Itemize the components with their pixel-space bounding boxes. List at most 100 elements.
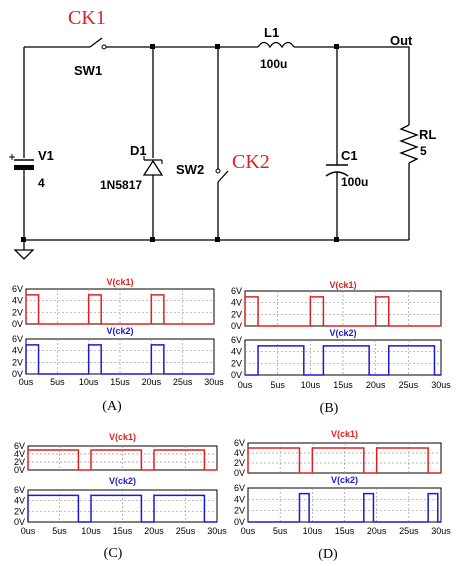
ground-symbol — [13, 249, 35, 260]
x-tick-label: 0us — [241, 526, 256, 536]
y-tick-label: 2V — [12, 357, 23, 367]
y-tick-label: 0V — [12, 319, 23, 329]
x-tick-label: 30us — [431, 380, 451, 390]
series-line-ck2 — [27, 494, 217, 523]
y-tick-label: 0V — [234, 468, 245, 478]
panel-caption: (C) — [104, 546, 123, 561]
y-tick-label: 4V — [14, 496, 25, 506]
voltage-source-v1 — [9, 154, 34, 170]
x-tick-label: 25us — [176, 526, 196, 536]
junction-dot — [215, 44, 220, 49]
resistor-rl — [399, 124, 419, 164]
y-tick-label: 0V — [14, 465, 25, 475]
y-tick-label: 6V — [234, 438, 245, 448]
series-label: V(ck1) — [106, 277, 133, 287]
series-label: V(ck1) — [109, 432, 136, 442]
y-tick-label: 4V — [231, 298, 242, 308]
junction-dot — [334, 44, 339, 49]
y-tick-label: 0V — [231, 321, 242, 331]
x-tick-label: 0us — [238, 380, 253, 390]
x-tick-label: 5us — [273, 526, 288, 536]
series-line-ck1 — [27, 449, 217, 471]
wire — [294, 46, 410, 125]
y-tick-label: 6V — [231, 335, 242, 345]
series-label: V(ck2) — [329, 328, 356, 338]
y-tick-label: 2V — [231, 358, 242, 368]
switch-sw2 — [215, 168, 229, 183]
y-tick-label: 2V — [12, 307, 23, 317]
x-tick-label: 5us — [52, 526, 67, 536]
y-tick-label: 6V — [231, 286, 242, 296]
series-line-ck2 — [25, 344, 214, 375]
c1-value: 100u — [341, 175, 368, 189]
panel-caption: (B) — [320, 401, 339, 416]
y-tick-label: 6V — [12, 334, 23, 344]
y-tick-label: 2V — [234, 506, 245, 516]
inductor-l1 — [257, 41, 295, 49]
y-tick-label: 0V — [12, 369, 23, 379]
x-tick-label: 0us — [19, 377, 34, 387]
l1-value: 100u — [260, 57, 287, 71]
series-line-ck1 — [25, 294, 214, 325]
x-tick-label: 20us — [367, 526, 387, 536]
x-tick-label: 15us — [335, 526, 355, 536]
x-tick-label: 0us — [21, 526, 36, 536]
panel-caption: (D) — [318, 547, 338, 562]
x-tick-label: 15us — [110, 377, 130, 387]
d1-part: 1N5817 — [100, 178, 142, 192]
y-tick-label: 0V — [14, 517, 25, 527]
v1-value: 4 — [38, 176, 45, 190]
y-tick-label: 4V — [12, 346, 23, 356]
y-tick-label: 0V — [234, 517, 245, 527]
x-tick-label: 25us — [399, 380, 419, 390]
c1-label: C1 — [341, 148, 358, 163]
series-line-ck1 — [247, 447, 441, 474]
y-tick-label: 2V — [14, 457, 25, 467]
y-tick-label: 4V — [234, 494, 245, 504]
series-label: V(ck2) — [109, 476, 136, 486]
diode-d1 — [142, 156, 164, 176]
y-tick-label: 2V — [234, 458, 245, 468]
series-line-ck1 — [244, 296, 441, 327]
d1-label: D1 — [130, 143, 147, 158]
rl-label: RL — [419, 127, 436, 142]
x-tick-label: 10us — [303, 526, 323, 536]
x-tick-label: 30us — [207, 526, 227, 536]
x-tick-label: 30us — [431, 526, 451, 536]
x-tick-label: 20us — [142, 377, 162, 387]
ck1-label: CK1 — [68, 7, 106, 29]
y-tick-label: 6V — [12, 284, 23, 294]
x-tick-label: 25us — [399, 526, 419, 536]
y-tick-label: 4V — [14, 449, 25, 459]
l1-label: L1 — [264, 25, 279, 40]
series-line-ck2 — [248, 492, 441, 523]
x-tick-label: 10us — [79, 377, 99, 387]
x-tick-label: 20us — [144, 526, 164, 536]
series-label: V(ck2) — [331, 475, 358, 485]
y-tick-label: 6V — [14, 485, 25, 495]
series-label: V(ck1) — [329, 280, 356, 290]
circuit-schematic: CK1 SW1 L1 100u Out V1 4 D1 1N5817 SW2 C… — [9, 7, 436, 260]
y-tick-label: 6V — [14, 441, 25, 451]
junction-dot — [21, 237, 26, 242]
series-label: V(ck2) — [106, 326, 133, 336]
rl-value: 5 — [420, 144, 427, 158]
x-tick-label: 15us — [113, 526, 133, 536]
series-label: V(ck1) — [331, 429, 358, 439]
junction-dot — [150, 44, 155, 49]
y-tick-label: 4V — [234, 448, 245, 458]
y-tick-label: 2V — [231, 309, 242, 319]
y-tick-label: 6V — [234, 483, 245, 493]
x-tick-label: 15us — [333, 380, 353, 390]
